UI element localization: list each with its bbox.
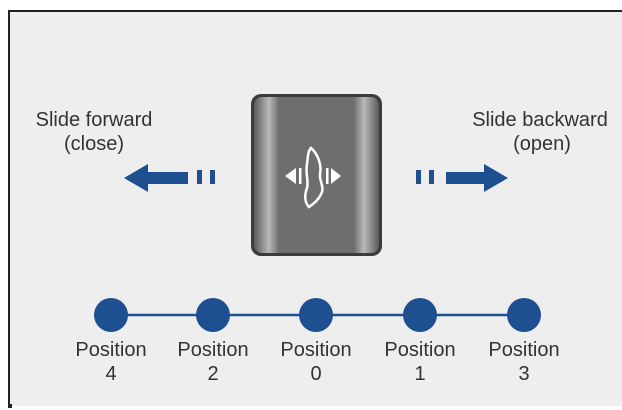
position-label-number: 0	[310, 363, 322, 385]
position-label-text: Position	[75, 339, 147, 361]
slide-forward-text: Slide forward	[35, 109, 153, 131]
position-dot-2	[196, 298, 230, 332]
slide-forward-subtext: (close)	[63, 133, 124, 155]
position-label-2: Position 2	[163, 338, 263, 386]
slide-forward-label: Slide forward (close)	[14, 108, 174, 156]
position-label-number: 3	[518, 363, 530, 385]
arrow-left-icon	[124, 164, 215, 192]
position-label-3: Position 3	[474, 338, 574, 386]
position-dot-1	[403, 298, 437, 332]
position-label-0: Position 0	[266, 338, 366, 386]
slide-backward-label: Slide backward (open)	[458, 108, 622, 156]
position-label-number: 2	[207, 363, 219, 385]
slide-switch	[251, 94, 382, 256]
slide-backward-text: Slide backward	[472, 109, 608, 131]
position-label-text: Position	[488, 339, 560, 361]
position-dot-0	[299, 298, 333, 332]
position-dot-4	[94, 298, 128, 332]
slide-switch-icon	[285, 146, 341, 209]
position-label-text: Position	[280, 339, 352, 361]
position-label-text: Position	[384, 339, 456, 361]
slide-backward-subtext: (open)	[513, 133, 571, 155]
position-label-text: Position	[177, 339, 249, 361]
position-label-number: 1	[414, 363, 426, 385]
panel-corner-mark	[8, 404, 12, 408]
position-label-number: 4	[105, 363, 117, 385]
position-label-1: Position 1	[370, 338, 470, 386]
position-dot-3	[507, 298, 541, 332]
position-label-4: Position 4	[61, 338, 161, 386]
arrow-right-icon	[416, 164, 508, 192]
